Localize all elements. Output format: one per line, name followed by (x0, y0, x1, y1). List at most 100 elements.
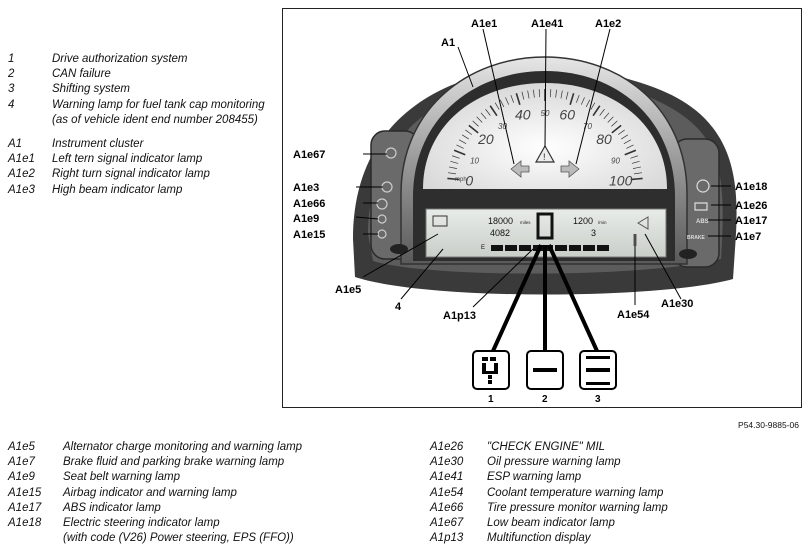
dial-tick (472, 120, 479, 127)
legend-key: A1e18 (8, 517, 42, 530)
left-knob (390, 244, 408, 254)
legend-text-line: Seat belt warning lamp (63, 471, 180, 484)
right-turn-arrow (560, 160, 580, 178)
gear-box-label-3: 3 (595, 394, 601, 405)
gear-box-label-1: 1 (488, 394, 494, 405)
gear-box-1 (472, 350, 510, 390)
lcd-fuel-e: E (481, 245, 485, 251)
legend-key: A1e3 (8, 183, 35, 196)
dial-tick (499, 99, 505, 108)
legend-text-line: "CHECK ENGINE" MIL (487, 441, 606, 453)
dial-tick (452, 155, 460, 159)
lcd-rpm-unit: /min (598, 220, 607, 225)
legend-text: Oil pressure warning lamp (487, 455, 805, 470)
legend-row: A1e30 Oil pressure warning lamp (430, 455, 805, 470)
dial-tick (565, 91, 569, 100)
low-beam-icon (385, 147, 397, 159)
lcd-trip: 4082 (490, 228, 510, 238)
legend-text-line: Coolant temperature warning lamp (487, 486, 664, 499)
legend-text: High beam indicator lamp (52, 183, 278, 198)
callout-a1p13: A1p13 (443, 310, 476, 322)
legend-key: A1e1 (8, 153, 35, 166)
legend-key: A1e30 (430, 456, 464, 469)
dial-tick-label: 40 (515, 106, 531, 122)
callout-a1e2: A1e2 (595, 18, 621, 30)
callout-a1e26: A1e26 (735, 200, 767, 212)
dial-tick (450, 160, 459, 164)
dial-tick (633, 166, 642, 169)
legend-text: Seat belt warning lamp (63, 470, 428, 485)
dial-tick (456, 144, 464, 149)
callout-a1e18: A1e18 (735, 181, 767, 193)
legend-key: A1e2 (8, 168, 35, 181)
dial-tick (617, 129, 625, 135)
legend-text-line: Oil pressure warning lamp (487, 456, 621, 469)
legend-text-line: Instrument cluster (52, 138, 144, 151)
dial-tick (453, 149, 466, 156)
legend-gap (8, 128, 278, 137)
legend-text: Shifting system (52, 82, 278, 97)
dial-tick (592, 105, 601, 117)
legend-text-line: Tire pressure monitor warning lamp (487, 501, 668, 514)
lcd-battery-icon (432, 215, 448, 227)
dial-tick (623, 139, 632, 144)
legend-text: Warning lamp for fuel tank cap monitorin… (52, 98, 278, 128)
callout-a1e66: A1e66 (293, 198, 325, 210)
callout-a1e5: A1e5 (335, 284, 361, 296)
legend-text-line-2: (with code (V26) Power steering, EPS (FF… (63, 532, 294, 545)
check-engine-icon (694, 202, 708, 211)
lcd-odometer: 18000 (488, 216, 513, 226)
legend-text: Brake fluid and parking brake warning la… (63, 455, 428, 470)
legend-row: A1e3 High beam indicator lamp (8, 183, 278, 198)
left-turn-arrow (510, 160, 530, 178)
legend-key: A1e54 (430, 486, 464, 499)
dial-tick (461, 134, 470, 140)
callout-a1: A1 (441, 37, 455, 49)
callout-a1e7: A1e7 (735, 231, 761, 243)
dial-tick (485, 108, 491, 116)
callout-a1e1: A1e1 (471, 18, 497, 30)
lcd-gear: 3 (591, 228, 596, 238)
dial-tick (607, 116, 614, 123)
dial-tick (458, 139, 467, 144)
dial-tick (448, 172, 457, 175)
legend-text-line: Drive authorization system (52, 53, 188, 65)
legend-text: Coolant temperature warning lamp (487, 486, 805, 501)
dial-tick (590, 102, 596, 110)
dial-tick (521, 91, 525, 100)
legend-key: A1e5 (8, 441, 35, 453)
dial-tick-label: 0 (465, 172, 473, 188)
callout-a1e17: A1e17 (735, 215, 767, 227)
brake-text: BRAKE (687, 235, 705, 241)
callout-a1e30: A1e30 (661, 298, 693, 310)
legend-key: A1e9 (8, 471, 35, 484)
dial-tick (555, 89, 557, 98)
leader-lines (355, 28, 731, 308)
dial-tick (599, 108, 605, 116)
legend-text: ESP warning lamp (487, 470, 805, 485)
legend-key: 1 (8, 53, 15, 65)
dial-tick (527, 90, 530, 99)
legend-text-line: ESP warning lamp (487, 471, 582, 484)
gear-box-3 (579, 350, 617, 390)
legend-key: A1 (8, 138, 23, 151)
legend-text: "CHECK ENGINE" MIL (487, 440, 805, 455)
lcd-rpm: 1200 (573, 216, 593, 226)
dial-tick (480, 112, 487, 120)
dial-tick (603, 112, 610, 120)
dial-tick (489, 105, 498, 117)
dial-tick-label: 80 (596, 131, 612, 147)
legend-key: A1e15 (8, 486, 42, 499)
